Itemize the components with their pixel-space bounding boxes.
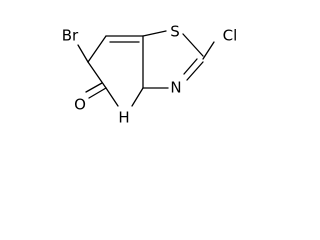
bond-c5-n4 [105, 87, 119, 107]
bond-n4-c3a [131, 87, 144, 107]
bond-lines [77, 30, 215, 107]
bromine-label: Br [62, 27, 79, 45]
bond-c2-cl [202, 41, 215, 60]
bond-c6-br [77, 44, 89, 63]
chlorine-label: Cl [223, 27, 238, 45]
thiazole-nitrogen-label: N [170, 79, 181, 97]
bond-c6-c7 [87, 35, 107, 63]
bond-c5-c6 [87, 61, 107, 89]
bond-c2-n3 [186, 61, 204, 81]
bond-c7a-s1 [142, 30, 167, 37]
bond-c5-o-inner [85, 82, 103, 93]
sulfur-label: S [170, 23, 180, 41]
bond-c2-n3-inner [183, 58, 198, 75]
bond-s1-c2 [182, 33, 204, 57]
bond-c5-o [88, 87, 107, 99]
chemical-structure: Br Cl S N O H [62, 23, 238, 127]
nh-label: H [118, 109, 129, 127]
oxygen-label: O [74, 96, 86, 114]
atom-labels: Br Cl S N O H [62, 23, 238, 127]
